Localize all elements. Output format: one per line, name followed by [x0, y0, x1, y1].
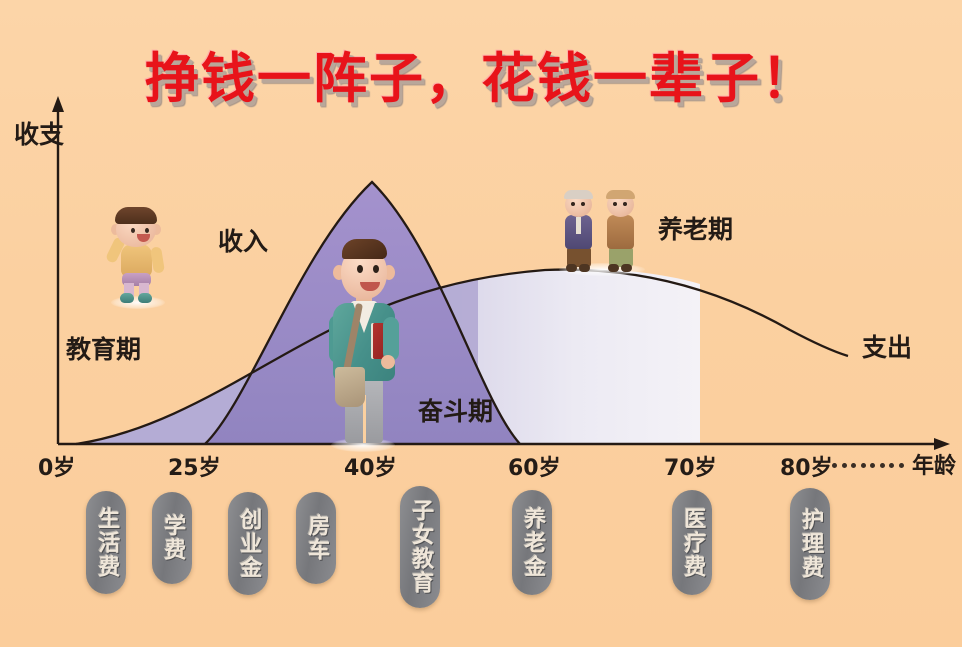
stage-label-struggle: 奋斗期 — [418, 397, 494, 426]
elderly-man-shoe-right — [579, 264, 590, 272]
elderly-woman-hair — [606, 190, 635, 199]
x-tick-40: 40岁 — [344, 456, 397, 481]
cost-pill-label: 护理费 — [798, 508, 824, 580]
cost-pill-nursing-care[interactable]: 护理费 — [790, 488, 830, 600]
expense-curve-label: 支出 — [862, 333, 913, 362]
axis-continuation-dots — [832, 462, 904, 468]
elderly-woman-shoe-left — [608, 264, 619, 272]
expense-curve — [75, 268, 849, 446]
x-tick-0: 0岁 — [38, 456, 76, 481]
cost-pill-label: 生活费 — [94, 506, 120, 579]
cost-pill-startup-fund[interactable]: 创业金 — [228, 492, 268, 595]
elderly-man-eye-left — [571, 202, 575, 206]
y-axis-label: 收支 — [14, 120, 65, 149]
child-ear-left — [111, 224, 120, 235]
man-hair — [342, 239, 387, 259]
man-mouth — [360, 282, 380, 291]
elderly-woman — [599, 190, 641, 274]
stage-label-retirement: 养老期 — [658, 215, 734, 244]
child-body — [121, 244, 152, 277]
businessman-figure — [313, 237, 413, 452]
x-axis-label: 年龄 — [912, 454, 957, 479]
elderly-woman-eye-left — [613, 202, 617, 206]
child-leg-left — [124, 283, 134, 296]
man-eye-left — [357, 265, 363, 273]
income-curve-label: 收入 — [218, 227, 269, 256]
cost-pill-childrens-education[interactable]: 子女教育 — [400, 486, 440, 608]
cost-pill-label: 养老金 — [520, 506, 546, 579]
elderly-woman-legs — [609, 247, 633, 267]
cost-pill-label: 子女教育 — [408, 499, 434, 595]
child-pants — [122, 273, 151, 286]
man-arm-right — [383, 317, 399, 361]
stage-label-education: 教育期 — [66, 335, 142, 364]
elderly-man-hair — [564, 190, 593, 199]
child-eye-left — [131, 228, 135, 233]
elderly-woman-shoe-right — [621, 264, 632, 272]
child-ear-right — [152, 224, 161, 235]
child-eye-right — [145, 228, 149, 233]
cost-pill-label: 医疗费 — [680, 506, 706, 579]
elderly-man-tie — [576, 217, 581, 234]
y-axis-arrow — [52, 96, 64, 112]
child-leg-right — [139, 283, 149, 296]
cost-pill-label: 创业金 — [236, 507, 262, 580]
elderly-couple-figure — [557, 190, 647, 276]
x-tick-60: 60岁 — [508, 456, 561, 481]
income-curve — [204, 180, 521, 445]
elderly-man-legs — [567, 247, 591, 267]
child-arm-right — [150, 246, 165, 274]
page-title: 挣钱一阵子，花钱一辈子！ — [145, 47, 817, 110]
cost-pill-label: 房车 — [304, 514, 330, 562]
cost-pill-tuition[interactable]: 学费 — [152, 492, 192, 584]
elderly-woman-eye-right — [623, 202, 627, 206]
x-tick-70: 70岁 — [664, 456, 717, 481]
x-tick-25: 25岁 — [168, 456, 221, 481]
x-tick-80: 80岁 — [780, 456, 833, 481]
elderly-man-eye-right — [581, 202, 585, 206]
child-shoe-left — [120, 293, 134, 303]
child-shoe-right — [138, 293, 152, 303]
man-leg-split — [363, 395, 366, 443]
man-eye-right — [373, 265, 379, 273]
cost-pill-medical-expenses[interactable]: 医疗费 — [672, 490, 712, 595]
elderly-man-shoe-left — [566, 264, 577, 272]
elderly-man — [557, 190, 599, 274]
child-mouth — [137, 234, 150, 242]
cost-pill-house-car[interactable]: 房车 — [296, 492, 336, 584]
man-hand — [381, 355, 395, 369]
x-axis-arrow — [934, 438, 950, 450]
cost-pill-pension[interactable]: 养老金 — [512, 490, 552, 595]
child-hair — [115, 207, 157, 224]
child-figure — [104, 207, 172, 309]
man-bag — [335, 367, 365, 407]
elderly-woman-torso — [607, 215, 634, 249]
cost-pill-living-expenses[interactable]: 生活费 — [86, 491, 126, 594]
cost-pill-label: 学费 — [160, 514, 186, 562]
